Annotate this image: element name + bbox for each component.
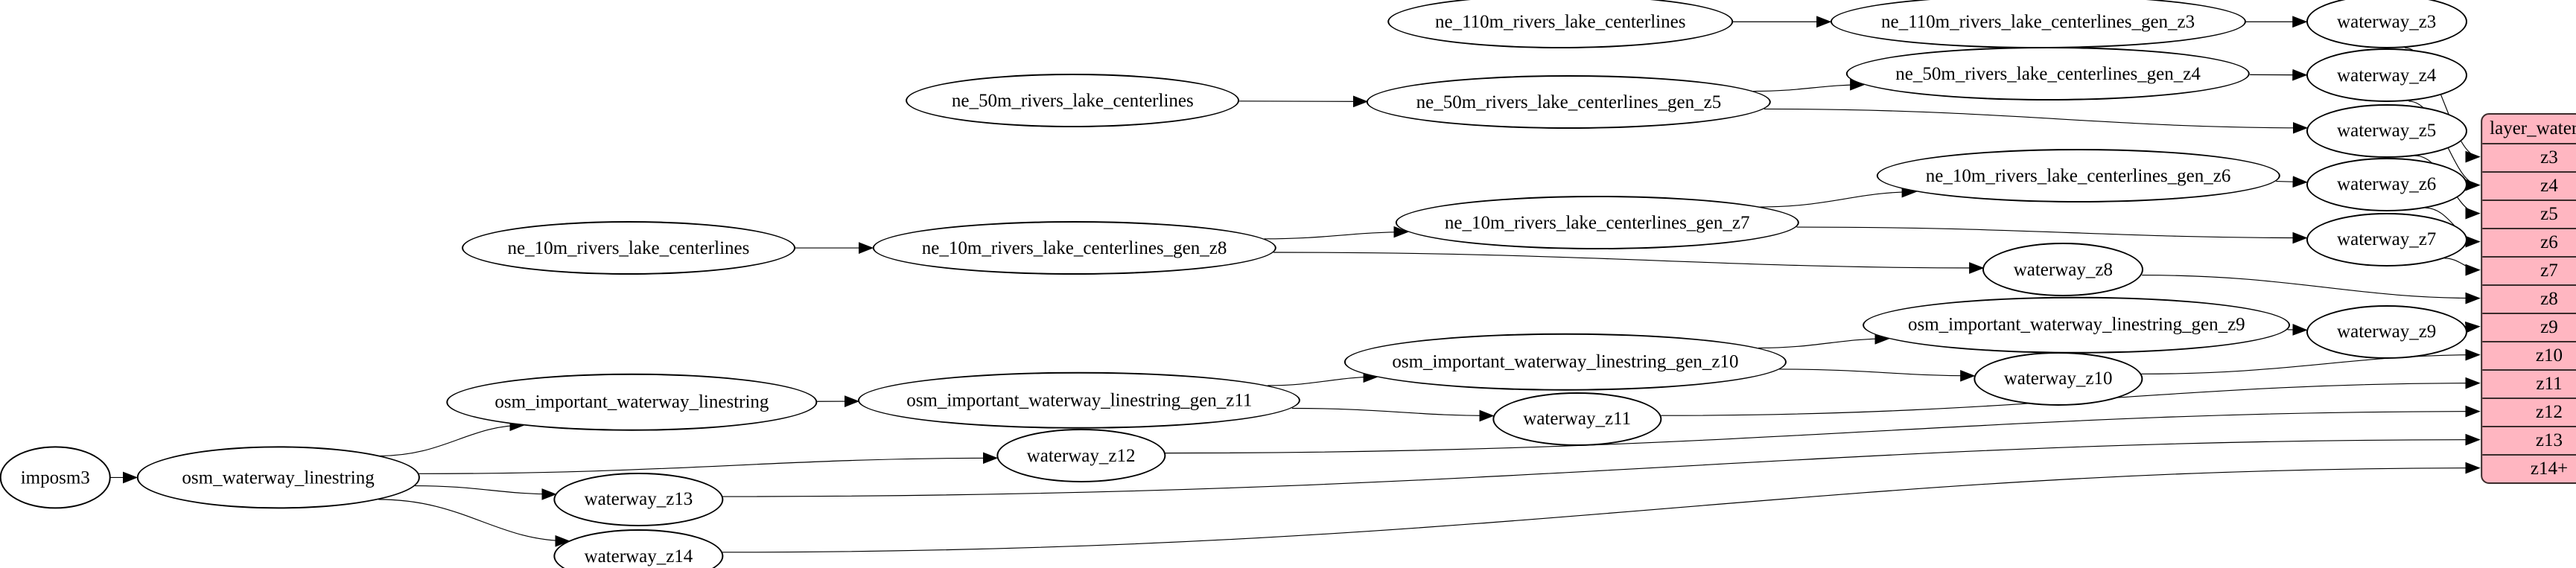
- edge-ne_10m_rivers_lake_centerlines_gen_z7-to-waterway_z7: [1796, 227, 2308, 244]
- node-label: waterway_z4: [2337, 65, 2437, 86]
- graph-node-waterway_z5[interactable]: waterway_z5: [2306, 103, 2467, 158]
- layer-table-row-z5[interactable]: z5: [2482, 199, 2576, 228]
- node-label: waterway_z14: [584, 546, 693, 567]
- graph-node-ne_50m_rivers_lake_centerlines_gen_z4[interactable]: ne_50m_rivers_lake_centerlines_gen_z4: [1845, 47, 2251, 101]
- node-label: waterway_z5: [2337, 121, 2437, 141]
- edge-waterway_z14-to-layer_waterway_z14_: [722, 462, 2481, 552]
- graph-node-ne_10m_rivers_lake_centerlines[interactable]: ne_10m_rivers_lake_centerlines: [462, 221, 795, 275]
- edge-osm_important_waterway_linestring_gen_z10-to-waterway_z10: [1779, 369, 1976, 382]
- graph-node-ne_50m_rivers_lake_centerlines[interactable]: ne_50m_rivers_lake_centerlines: [906, 74, 1240, 128]
- node-label: osm_important_waterway_linestring_gen_z9: [1907, 315, 2245, 336]
- node-label: waterway_z11: [1523, 409, 1632, 430]
- node-label: waterway_z8: [2013, 259, 2113, 280]
- node-label: waterway_z6: [2337, 174, 2437, 195]
- graph-node-osm_important_waterway_linestring_gen_z11[interactable]: osm_important_waterway_linestring_gen_z1…: [858, 371, 1301, 430]
- edge-ne_50m_rivers_lake_centerlines-to-ne_50m_rivers_lake_centerlines_gen_z5: [1239, 95, 1369, 108]
- node-label: ne_10m_rivers_lake_centerlines_gen_z7: [1444, 212, 1750, 233]
- layer-table-row-z8[interactable]: z8: [2482, 284, 2576, 313]
- graph-node-osm_important_waterway_linestring_gen_z10[interactable]: osm_important_waterway_linestring_gen_z1…: [1343, 333, 1787, 391]
- graph-node-ne_110m_rivers_lake_centerlines_gen_z3[interactable]: ne_110m_rivers_lake_centerlines_gen_z3: [1830, 0, 2246, 49]
- edge-waterway_z12-to-layer_waterway_z12: [1165, 405, 2481, 453]
- node-label: osm_important_waterway_linestring_gen_z1…: [906, 390, 1253, 411]
- edge-ne_50m_rivers_lake_centerlines_gen_z5-to-ne_50m_rivers_lake_centerlines_gen_z4: [1753, 78, 1866, 92]
- edge-waterway_z10-to-layer_waterway_z10: [2141, 348, 2481, 374]
- graph-node-waterway_z14[interactable]: waterway_z14: [553, 529, 724, 568]
- graph-node-imposm3[interactable]: imposm3: [0, 446, 111, 509]
- edge-waterway_z13-to-layer_waterway_z13: [722, 433, 2481, 497]
- node-label: waterway_z9: [2337, 322, 2437, 342]
- node-label: osm_important_waterway_linestring: [494, 392, 769, 412]
- graph-node-waterway_z8[interactable]: waterway_z8: [1982, 243, 2144, 297]
- graph-node-waterway_z12[interactable]: waterway_z12: [996, 429, 1166, 483]
- graph-node-osm_important_waterway_linestring[interactable]: osm_important_waterway_linestring: [446, 373, 818, 431]
- layer-table-row-z13[interactable]: z13: [2482, 425, 2576, 454]
- graph-node-waterway_z11[interactable]: waterway_z11: [1492, 392, 1662, 446]
- graph-node-waterway_z4[interactable]: waterway_z4: [2306, 48, 2467, 103]
- node-label: ne_10m_rivers_lake_centerlines: [507, 237, 750, 258]
- edge-ne_10m_rivers_lake_centerlines_gen_z7-to-ne_10m_rivers_lake_centerlines_gen_z6: [1760, 185, 1917, 207]
- node-label: ne_50m_rivers_lake_centerlines_gen_z4: [1895, 63, 2201, 84]
- edge-ne_50m_rivers_lake_centerlines_gen_z5-to-waterway_z5: [1764, 109, 2309, 134]
- edge-osm_waterway_linestring-to-osm_important_waterway_linestring: [380, 419, 525, 456]
- node-label: ne_110m_rivers_lake_centerlines_gen_z3: [1880, 11, 2195, 32]
- node-label: waterway_z10: [2003, 368, 2113, 389]
- node-label: imposm3: [20, 467, 90, 488]
- edge-osm_waterway_linestring-to-waterway_z13: [415, 486, 557, 500]
- node-label: osm_important_waterway_linestring_gen_z1…: [1392, 351, 1739, 372]
- layer-table-row-z10[interactable]: z10: [2482, 340, 2576, 369]
- layer-table-row-z12[interactable]: z12: [2482, 397, 2576, 426]
- edge-ne_10m_rivers_lake_centerlines_gen_z8-to-waterway_z8: [1273, 252, 1985, 274]
- graph-node-osm_waterway_linestring[interactable]: osm_waterway_linestring: [136, 446, 420, 509]
- edge-osm_important_waterway_linestring_gen_z11-to-osm_important_waterway_linestring_gen_z10: [1268, 371, 1378, 386]
- graph-node-waterway_z9[interactable]: waterway_z9: [2306, 304, 2467, 359]
- graph-node-osm_important_waterway_linestring_gen_z9[interactable]: osm_important_waterway_linestring_gen_z9: [1863, 296, 2291, 354]
- node-label: osm_waterway_linestring: [182, 467, 375, 488]
- edge-waterway_z7-to-layer_waterway_z7: [2444, 258, 2481, 276]
- edge-waterway_z8-to-layer_waterway_z8: [2142, 275, 2481, 304]
- layer-table-row-z3[interactable]: z3: [2482, 142, 2576, 171]
- node-label: ne_110m_rivers_lake_centerlines: [1434, 11, 1686, 32]
- graph-node-ne_110m_rivers_lake_centerlines[interactable]: ne_110m_rivers_lake_centerlines: [1387, 0, 1733, 49]
- edge-osm_important_waterway_linestring_gen_z10-to-osm_important_waterway_linestring_gen_z9: [1758, 332, 1890, 348]
- node-label: waterway_z3: [2337, 11, 2437, 32]
- graph-node-ne_10m_rivers_lake_centerlines_gen_z8[interactable]: ne_10m_rivers_lake_centerlines_gen_z8: [872, 221, 1276, 275]
- graph-node-ne_10m_rivers_lake_centerlines_gen_z6[interactable]: ne_10m_rivers_lake_centerlines_gen_z6: [1876, 149, 2280, 203]
- node-label: ne_50m_rivers_lake_centerlines: [951, 90, 1194, 111]
- edge-osm_important_waterway_linestring_gen_z9-to-waterway_z9: [2288, 324, 2308, 336]
- layer-table-row-z7[interactable]: z7: [2482, 255, 2576, 284]
- edge-osm_waterway_linestring-to-waterway_z12: [419, 452, 999, 473]
- edge-osm_important_waterway_linestring_gen_z11-to-waterway_z11: [1292, 409, 1495, 422]
- edge-ne_10m_rivers_lake_centerlines_gen_z8-to-ne_10m_rivers_lake_centerlines_gen_z7: [1265, 226, 1409, 239]
- graph-node-waterway_z7[interactable]: waterway_z7: [2306, 212, 2467, 267]
- node-label: ne_50m_rivers_lake_centerlines_gen_z5: [1416, 92, 1722, 112]
- layer-table-row-z14plus[interactable]: z14+: [2482, 453, 2576, 482]
- graph-node-waterway_z13[interactable]: waterway_z13: [553, 472, 724, 526]
- node-label: waterway_z12: [1026, 445, 1136, 466]
- layer-table-header: layer_waterway: [2490, 118, 2576, 138]
- node-label: ne_10m_rivers_lake_centerlines_gen_z6: [1925, 165, 2231, 186]
- layer-table-row-z9[interactable]: z9: [2482, 312, 2576, 341]
- edge-osm_waterway_linestring-to-waterway_z14: [378, 500, 570, 547]
- graph-node-waterway_z10[interactable]: waterway_z10: [1973, 351, 2143, 406]
- layer-table-row-z4[interactable]: z4: [2482, 170, 2576, 200]
- graph-node-waterway_z3[interactable]: waterway_z3: [2306, 0, 2467, 49]
- graph-node-ne_10m_rivers_lake_centerlines_gen_z7[interactable]: ne_10m_rivers_lake_centerlines_gen_z7: [1395, 196, 1799, 250]
- edge-waterway_z9-to-layer_waterway_z9: [2465, 321, 2481, 334]
- node-label: waterway_z7: [2337, 229, 2437, 250]
- node-label: waterway_z13: [584, 489, 693, 510]
- graph-node-waterway_z6[interactable]: waterway_z6: [2306, 157, 2467, 211]
- layer-table-row-z11[interactable]: z11: [2482, 368, 2576, 398]
- layer-table-row-z6[interactable]: z6: [2482, 227, 2576, 256]
- layer-waterway-table[interactable]: layer_waterway z3z4z5z6z7z8z9z10z11z12z13…: [2481, 112, 2576, 484]
- graph-node-ne_50m_rivers_lake_centerlines_gen_z5[interactable]: ne_50m_rivers_lake_centerlines_gen_z5: [1367, 75, 1771, 130]
- node-label: ne_10m_rivers_lake_centerlines_gen_z8: [921, 237, 1227, 258]
